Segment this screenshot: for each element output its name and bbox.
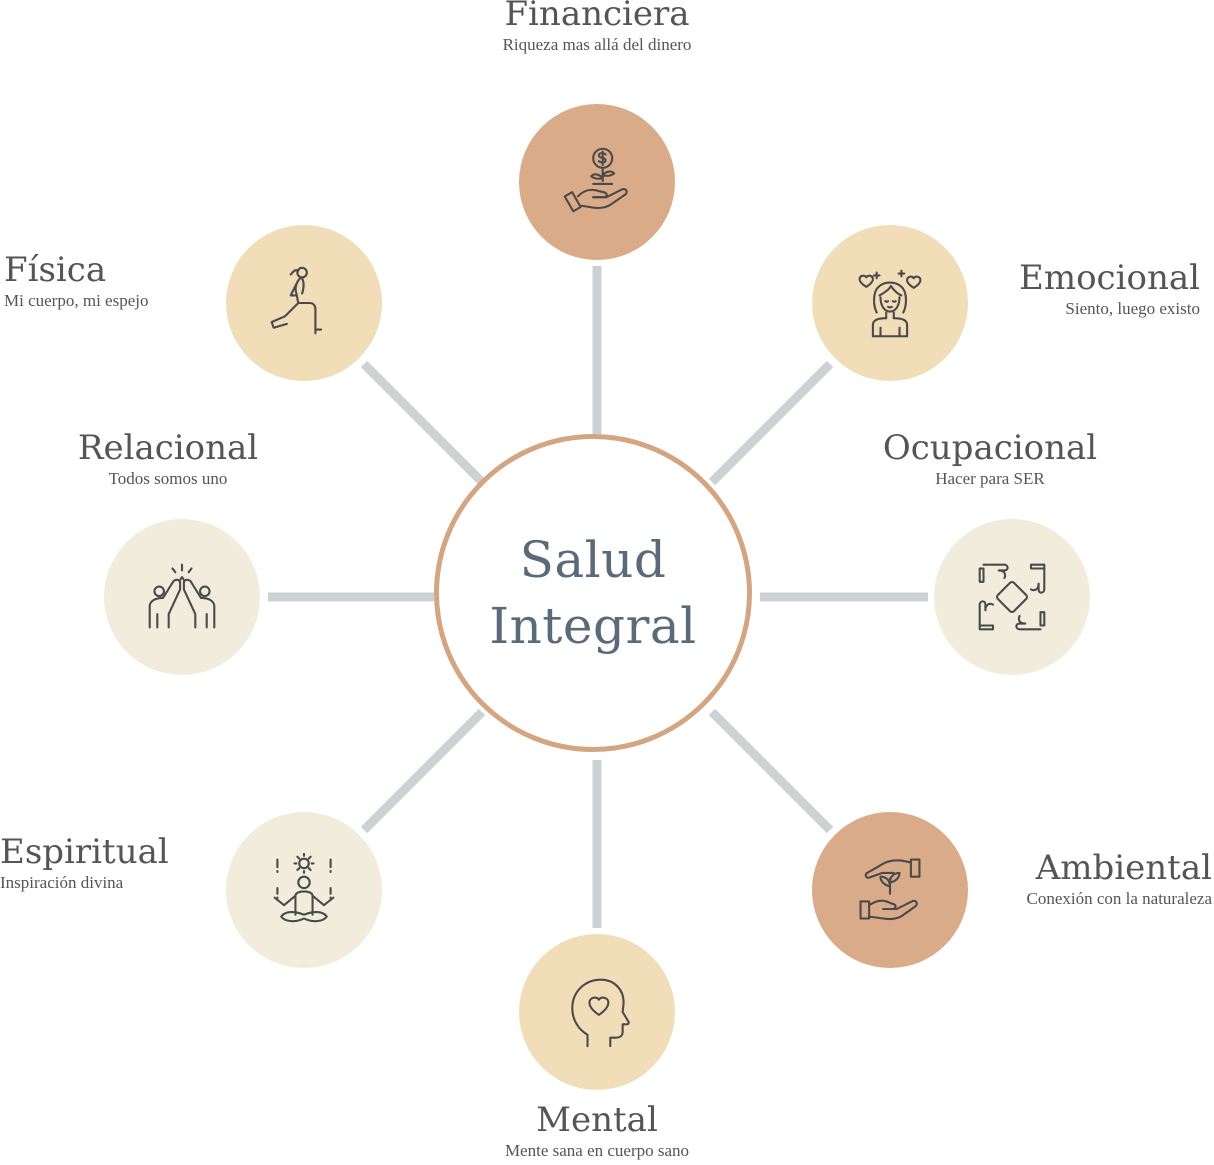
teamwork-hands-icon — [978, 563, 1046, 631]
subtitle-ocupacional: Hacer para SER — [935, 469, 1045, 488]
subtitle-ambiental: Conexión con la naturaleza — [1026, 889, 1212, 908]
title-ocupacional: Ocupacional — [882, 428, 1098, 468]
label-ambiental: Ambiental Conexión con la naturaleza — [900, 848, 1212, 910]
center-title-line2: Integral — [489, 597, 697, 655]
center-hub: Salud Integral — [434, 434, 752, 752]
label-relacional: Relacional Todos somos uno — [50, 428, 286, 490]
center-title-line1: Salud — [519, 531, 667, 589]
title-mental: Mental — [536, 1100, 658, 1140]
meditation-icon — [273, 852, 335, 923]
hands-plant-icon — [859, 858, 921, 921]
label-mental: Mental Mente sana en cuerpo sano — [440, 1100, 754, 1162]
node-emocional — [812, 225, 968, 381]
label-emocional: Emocional Siento, luego existo — [860, 258, 1200, 320]
node-relacional — [104, 519, 260, 675]
subtitle-emocional: Siento, luego existo — [1065, 299, 1200, 318]
label-espiritual: Espiritual Inspiración divina — [0, 832, 240, 894]
money-hand-icon — [563, 147, 628, 213]
spoke-espiritual — [360, 708, 486, 834]
woman-hearts-icon — [858, 269, 922, 338]
node-mental — [519, 934, 675, 1090]
node-financiera — [519, 104, 675, 260]
title-espiritual: Espiritual — [0, 832, 169, 872]
title-fisica: Física — [4, 250, 107, 290]
label-fisica: Física Mi cuerpo, mi espejo — [4, 250, 244, 312]
subtitle-fisica: Mi cuerpo, mi espejo — [4, 291, 149, 310]
subtitle-espiritual: Inspiración divina — [0, 873, 124, 892]
subtitle-relacional: Todos somos uno — [108, 469, 228, 488]
label-financiera: Financiera Riqueza mas allá del dinero — [440, 0, 754, 56]
lunge-exercise-icon — [270, 266, 323, 335]
title-relacional: Relacional — [77, 428, 259, 468]
spoke-emocional — [708, 360, 834, 486]
node-ocupacional — [934, 519, 1090, 675]
spoke-fisica — [360, 360, 486, 486]
head-heart-icon — [571, 978, 630, 1048]
subtitle-mental: Mente sana en cuerpo sano — [504, 1141, 690, 1160]
label-ocupacional: Ocupacional Hacer para SER — [862, 428, 1118, 490]
title-emocional: Emocional — [1019, 258, 1200, 298]
node-espiritual — [226, 812, 382, 968]
subtitle-financiera: Riqueza mas allá del dinero — [502, 35, 692, 54]
title-ambiental: Ambiental — [1035, 848, 1212, 888]
spoke-ambiental — [708, 708, 834, 834]
node-ambiental — [812, 812, 968, 968]
title-financiera: Financiera — [504, 0, 690, 34]
high-five-icon — [148, 563, 216, 629]
node-fisica — [226, 225, 382, 381]
